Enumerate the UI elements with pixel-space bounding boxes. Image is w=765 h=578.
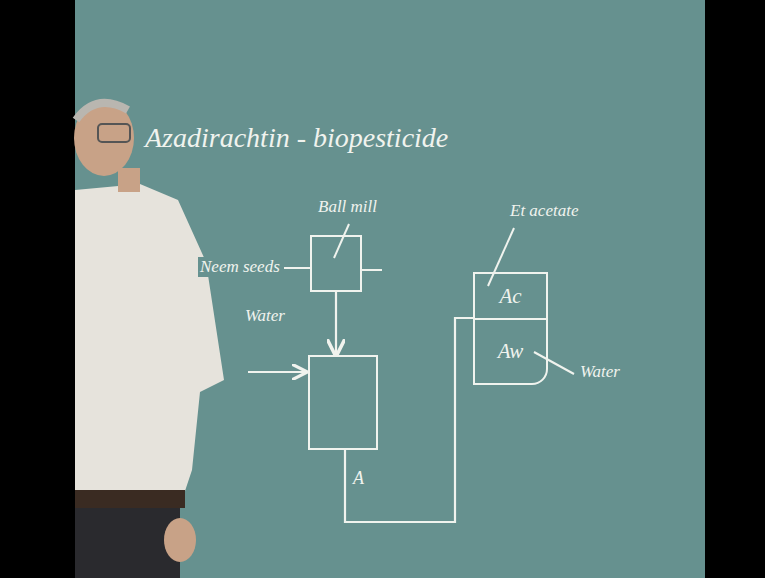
lecturer-neck (118, 168, 140, 192)
water-feed-arrow (248, 371, 306, 373)
board-title: Azadirachtin - biopesticide (145, 122, 448, 154)
settler-box: AcAw (473, 272, 548, 385)
feed-label: Neem seeds (198, 257, 282, 277)
flow-connector (335, 292, 337, 355)
water-phase: Aw (475, 320, 546, 383)
lecturer-shirt (75, 184, 224, 500)
lecturer-glasses (98, 124, 130, 142)
stream-label: Water (578, 362, 622, 382)
leader-line (488, 228, 514, 286)
feed-line (284, 267, 310, 269)
lecturer-hair (76, 103, 128, 120)
chalkboard (75, 0, 705, 578)
extractor-box (308, 355, 378, 450)
phase-symbol: Aw (498, 339, 524, 364)
leader-line (534, 352, 574, 374)
lecturer-belt (75, 490, 185, 508)
feed-label: Water (243, 306, 287, 326)
stream-name: A (351, 468, 366, 489)
ball-mill-box: Ball mill (310, 235, 362, 292)
flow-connector (345, 318, 473, 522)
leader-line (334, 224, 349, 258)
box-heading: Ball mill (318, 197, 377, 217)
outlet-line (362, 269, 382, 271)
lecturer-head (74, 100, 134, 176)
lecturer-hand (164, 518, 196, 562)
phase-symbol: Ac (499, 284, 521, 309)
solvent-phase: Ac (475, 274, 546, 320)
stream-label: Et acetate (508, 201, 580, 221)
